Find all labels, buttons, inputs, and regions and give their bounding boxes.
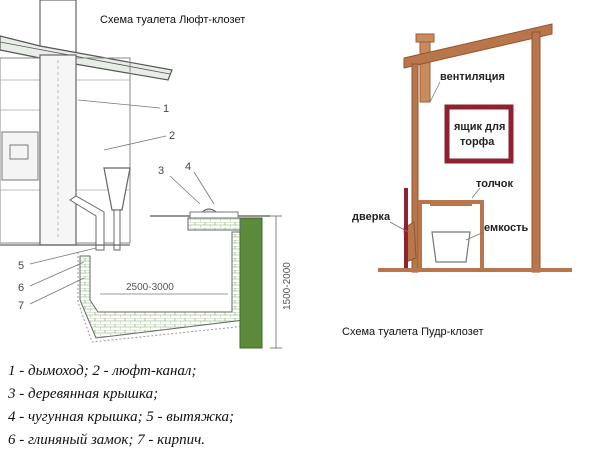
toilet-funnel	[103, 167, 131, 211]
callout-7: 7	[18, 300, 24, 312]
ventilation-label: вентиляция	[440, 71, 505, 83]
peat-box-label-line1: ящик для	[454, 121, 505, 133]
legend-line: 3 - деревянная крышка;	[8, 386, 159, 402]
callout-6: 6	[18, 282, 24, 294]
legend-line: 4 - чугунная крышка; 5 - вытяжка;	[8, 409, 235, 425]
outhouse-roof	[403, 23, 553, 69]
dimension-width-label: 2500-3000	[126, 282, 174, 293]
luft-closet-title: Схема туалета Люфт-клозет	[100, 14, 246, 26]
callout-3: 3	[158, 165, 164, 177]
powder-closet-diagram: вентиляция ящик для торфа толчок дверка …	[352, 23, 572, 273]
legend-line: 1 - дымоход; 2 - люфт-канал;	[8, 363, 197, 379]
stove	[1, 131, 39, 181]
door-label: дверка	[352, 211, 391, 223]
callout-5: 5	[18, 260, 24, 272]
wooden-lid	[187, 217, 241, 231]
callout-2: 2	[169, 130, 175, 142]
cesspool-brick-walls	[79, 231, 245, 339]
luft-channel-pipe	[69, 195, 105, 251]
powder-closet-title: Схема туалета Пудр-клозет	[342, 326, 484, 338]
brick-wall-green	[239, 217, 263, 349]
legend-line: 6 - глиняный замок; 7 - кирпич.	[8, 432, 206, 448]
dimension-height-label: 1500-2000	[282, 262, 293, 310]
callout-1: 1	[163, 103, 169, 115]
callout-4: 4	[185, 161, 191, 173]
outhouse-wall-right	[531, 31, 541, 273]
chimney-top	[39, 0, 77, 56]
container-bucket	[431, 231, 471, 263]
peat-box	[444, 104, 514, 164]
peat-box-label-line2: торфа	[460, 136, 495, 148]
container-label: емкость	[484, 222, 529, 234]
seat-label: толчок	[476, 178, 514, 190]
legend: 1 - дымоход; 2 - люфт-канал; 3 - деревян…	[8, 360, 234, 452]
vent-pipe	[419, 41, 431, 103]
luft-closet-diagram: 1 2 3 4 5 6 7 2500-3000 1500-2000	[0, 0, 293, 349]
